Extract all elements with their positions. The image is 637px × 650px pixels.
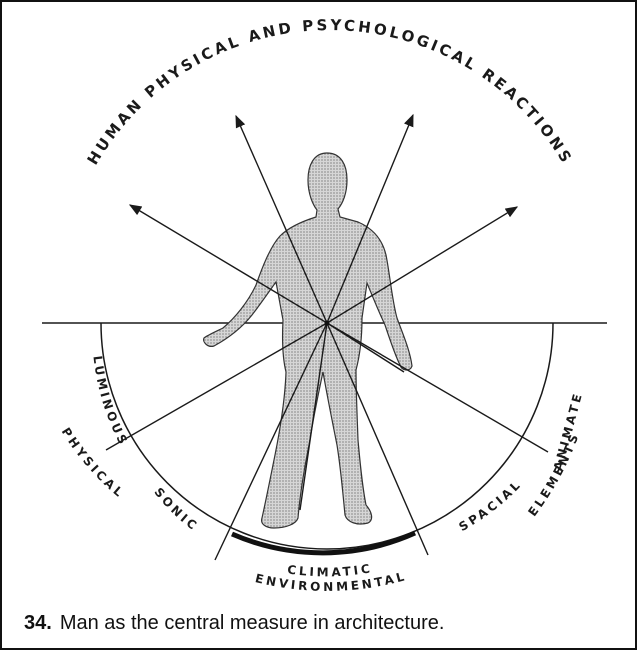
label-luminous: LUMINOUS — [90, 355, 131, 449]
caption-number: 34. — [24, 612, 52, 634]
human-figure — [204, 153, 412, 528]
diagram: HUMAN PHYSICAL AND PSYCHOLOGICAL REACTIO… — [0, 0, 637, 600]
climatic-arc-segment — [232, 533, 415, 553]
center-point — [325, 321, 330, 326]
caption-text: Man as the central measure in architectu… — [60, 612, 445, 634]
label-climatic: CLIMATIC — [286, 561, 373, 579]
figure-caption: 34. Man as the central measure in archite… — [24, 612, 624, 635]
label-spacial: SPACIAL — [456, 477, 524, 534]
ray-to-spacial — [327, 323, 548, 452]
label-human-reactions: HUMAN PHYSICAL AND PSYCHOLOGICAL REACTIO… — [84, 16, 577, 168]
